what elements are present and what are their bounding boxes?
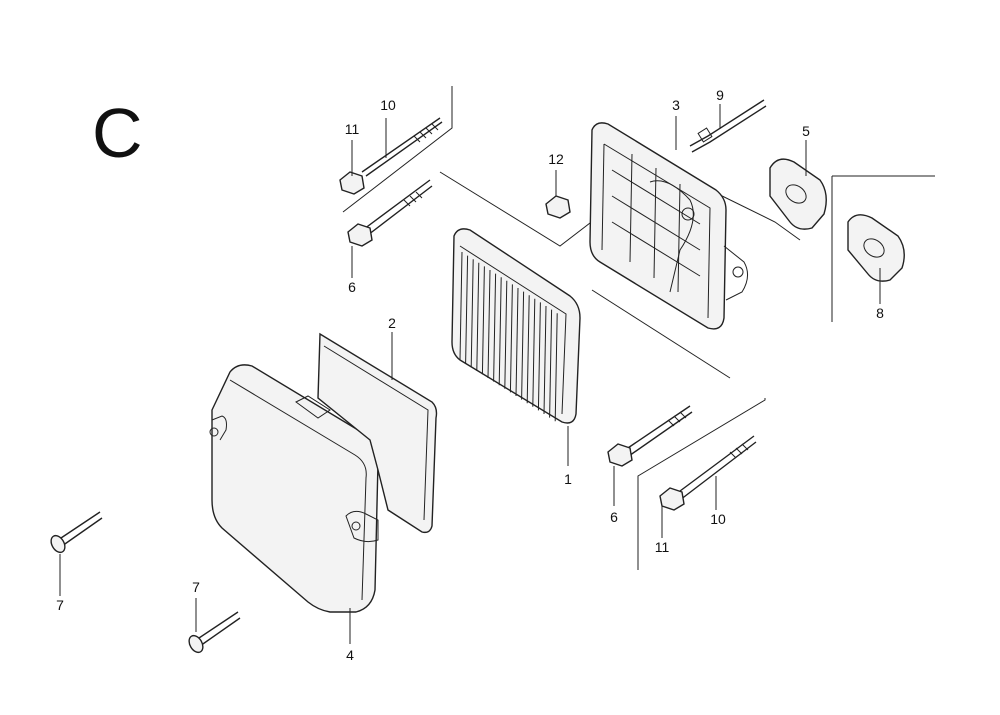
filter-pleats <box>459 251 558 422</box>
callout-7-left: 7 <box>56 597 64 613</box>
part-gasket-8 <box>847 214 905 282</box>
callout-8: 8 <box>876 305 884 321</box>
part-stud <box>689 99 767 153</box>
group-brackets <box>342 86 935 570</box>
filter-pleat <box>498 277 502 386</box>
filter-pleat <box>481 266 485 375</box>
callout-5: 5 <box>802 123 810 139</box>
filter-pleat <box>532 298 536 407</box>
callout-9: 9 <box>716 87 724 103</box>
filter-pleat <box>487 269 491 379</box>
bolt-6-lower <box>607 405 693 467</box>
filter-pleat <box>470 259 474 368</box>
callout-2: 2 <box>388 315 396 331</box>
callout-12: 12 <box>548 151 564 167</box>
callout-leaders <box>59 104 881 644</box>
part-filter-element <box>451 228 581 424</box>
nut-11-upper <box>339 171 365 195</box>
bolt-10-lower <box>659 435 757 511</box>
bolt-10-upper <box>361 117 443 177</box>
callout-6-upper: 6 <box>348 279 356 295</box>
bolt-7-bottom <box>188 611 241 654</box>
callout-11-upper: 11 <box>345 121 360 137</box>
filter-pleat <box>465 255 469 364</box>
filter-pleat <box>515 287 519 397</box>
filter-pleat <box>504 280 508 389</box>
bolt-6-upper <box>347 179 433 247</box>
callout-7-bottom: 7 <box>192 579 200 595</box>
callout-11-lower: 11 <box>655 539 670 555</box>
callout-1: 1 <box>564 471 572 487</box>
part-air-cleaner-cover <box>209 364 379 613</box>
nut-12 <box>545 195 571 219</box>
filter-pleat <box>493 273 497 382</box>
filter-pleat <box>543 305 547 415</box>
filter-pleat <box>526 295 530 404</box>
callout-10-lower: 10 <box>710 511 726 527</box>
filter-pleat <box>521 291 525 400</box>
callout-labels: 1 2 3 4 5 6 6 7 7 8 9 10 10 11 11 12 <box>56 87 884 663</box>
filter-pleat <box>554 313 558 422</box>
part-gasket-5 <box>769 158 827 230</box>
callout-3: 3 <box>672 97 680 113</box>
part-pre-filter <box>317 332 438 534</box>
filter-pleat <box>509 284 513 393</box>
part-air-cleaner-case <box>589 122 748 330</box>
callout-10-upper: 10 <box>380 97 396 113</box>
callout-6-lower: 6 <box>610 509 618 525</box>
bolt-7-left <box>50 511 103 554</box>
filter-pleat <box>537 302 541 411</box>
section-letter: C <box>92 94 143 172</box>
callout-4: 4 <box>346 647 354 663</box>
filter-pleat <box>476 262 480 371</box>
filter-pleat <box>459 251 463 361</box>
filter-pleat <box>549 309 553 418</box>
